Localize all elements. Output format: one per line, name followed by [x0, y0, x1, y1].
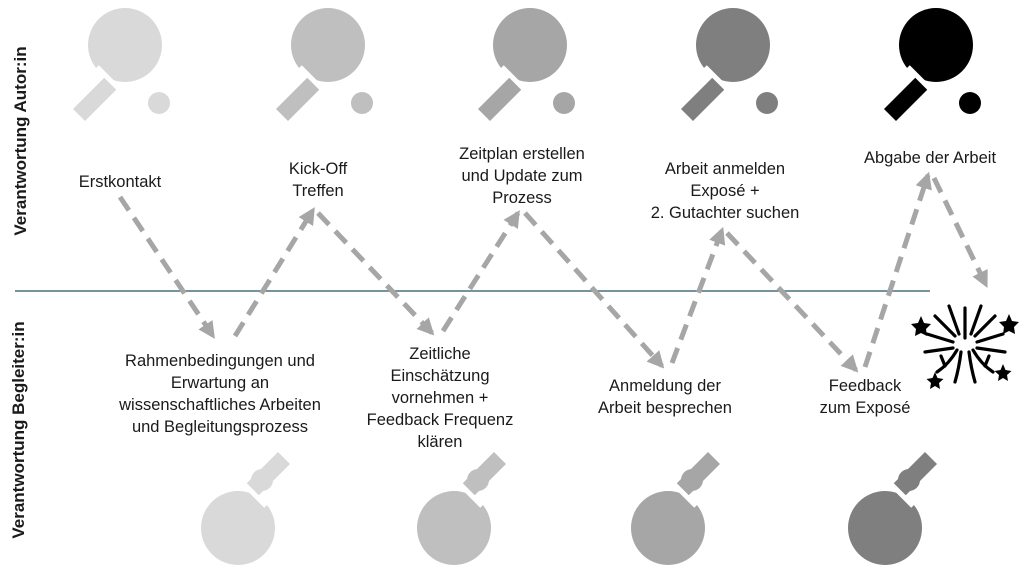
step-register-thesis: Arbeit anmelden Exposé + 2. Gutachter su…: [650, 160, 800, 222]
paddle-icon: [73, 8, 170, 121]
step-expose-feedback: Feedback zum Exposé: [819, 377, 911, 417]
paddle-icon: [848, 452, 937, 565]
step-framework-expectations: Rahmenbedingungen und Erwartung an wisse…: [119, 352, 321, 436]
step-time-estimate: Zeitliche Einschätzung vornehmen + Feedb…: [366, 345, 514, 451]
paddle-icon: [681, 8, 778, 121]
step-submission: Abgabe der Arbeit: [863, 149, 997, 167]
flow-arrows: [117, 171, 989, 373]
step-discuss-registration: Anmeldung der Arbeit besprechen: [598, 377, 732, 417]
paddle-icon: [201, 452, 290, 565]
step-timeline-update: Zeitplan erstellen und Update zum Prozes…: [459, 145, 585, 207]
flow-arrow: [117, 195, 216, 339]
flow-arrow: [931, 176, 989, 289]
paddle-icon: [417, 452, 506, 565]
flow-arrow: [523, 211, 665, 369]
flow-arrow: [725, 231, 859, 373]
step-kickoff-meeting: Kick-Off Treffen: [288, 160, 348, 200]
flow-arrow: [232, 207, 316, 338]
fireworks-icon: [911, 304, 1019, 389]
paddle-icon: [884, 8, 981, 121]
paddle-icon: [276, 8, 373, 121]
paddle-icon: [631, 452, 720, 565]
step-initial-contact: Erstkontakt: [78, 173, 162, 191]
flow-arrow: [669, 226, 726, 364]
paddle-icon: [478, 8, 575, 121]
flow-arrow: [316, 211, 435, 336]
flow-arrow: [440, 210, 521, 333]
flow-arrow: [862, 171, 932, 368]
